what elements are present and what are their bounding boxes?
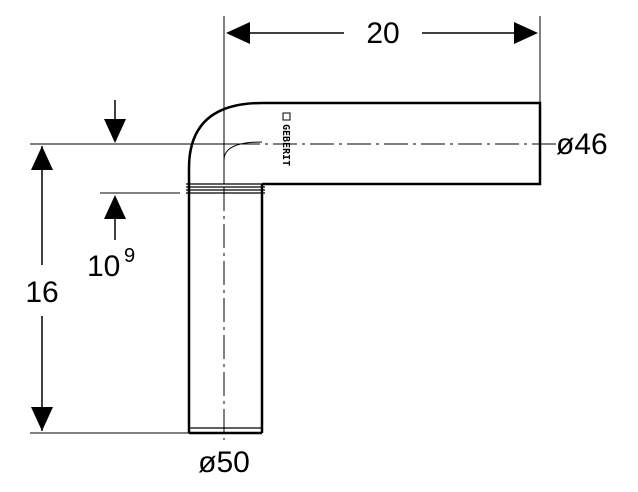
- dimension-height: 16: [25, 146, 59, 431]
- arrow-up-icon: [31, 146, 53, 170]
- arrow-left-icon: [226, 22, 250, 44]
- dimension-width: 20: [226, 17, 538, 50]
- brand-label: GEBERIT: [280, 124, 291, 166]
- arrow-down-icon: [104, 119, 126, 143]
- socket-ring: [186, 183, 265, 429]
- dimension-offset: 10 9: [87, 100, 135, 283]
- arrow-down-icon: [31, 407, 53, 431]
- diameter-right-label: ø46: [556, 128, 608, 161]
- pipe-outer-wall: [187, 101, 542, 433]
- elbow-pipe: [187, 101, 542, 435]
- arrow-right-icon: [514, 22, 538, 44]
- pipe-inner-bend: [223, 141, 263, 184]
- center-lines: [223, 143, 548, 440]
- brand-square-icon: [282, 112, 291, 121]
- arrow-up-icon: [104, 195, 126, 219]
- extension-lines: [30, 16, 556, 434]
- dimension-offset-label: 10: [87, 250, 120, 283]
- dimension-width-label: 20: [366, 17, 399, 50]
- dimension-height-label: 16: [25, 276, 58, 309]
- diameter-bottom-label: ø50: [198, 446, 250, 479]
- brand-stamp: GEBERIT: [280, 112, 291, 166]
- dimension-offset-superscript: 9: [124, 245, 135, 267]
